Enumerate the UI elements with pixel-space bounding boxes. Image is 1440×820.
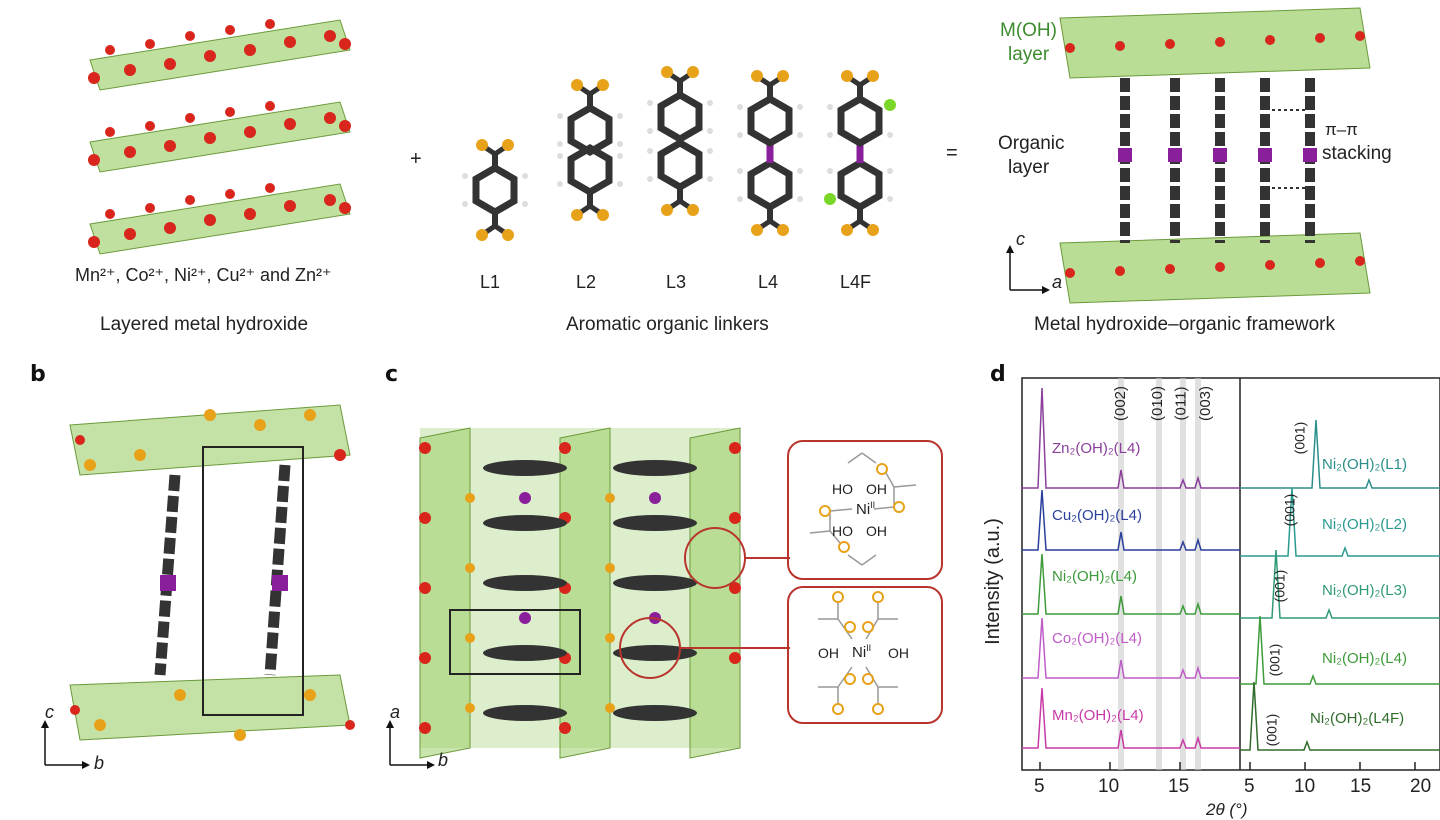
inset2-ni-text: Ni xyxy=(852,644,867,661)
axis-indicator-b xyxy=(41,720,90,769)
caption-mof: Metal hydroxide–organic framework xyxy=(1034,314,1335,335)
panel-c-axis-b: b xyxy=(438,750,449,770)
xrd-trace-left-4 xyxy=(1022,687,1240,749)
axis-indicator-c xyxy=(386,720,435,769)
series-zn-l4: Zn₂(OH)₂(L4) xyxy=(1052,440,1141,457)
inset1-ho-top-text: HO xyxy=(832,481,853,497)
pi-pi-label: π–π xyxy=(1325,120,1358,139)
axis-a-label: a xyxy=(1052,272,1063,292)
series-ni-l4-right: Ni₂(OH)₂(L4) xyxy=(1322,650,1407,667)
peak-001-l4: (001) xyxy=(1266,643,1283,677)
plus-sign: + xyxy=(410,148,422,170)
xrd-xlabel: 2θ (°) xyxy=(1206,800,1248,819)
peak-001-l2: (001) xyxy=(1281,493,1298,527)
inset1-oh-bottom: OH xyxy=(866,523,887,539)
tick-left-15: 15 xyxy=(1168,776,1190,797)
metal-ions-label: Mn²⁺, Co²⁺, Ni²⁺, Cu²⁺ and Zn²⁺ xyxy=(75,265,332,285)
xrd-plot xyxy=(1021,377,1440,771)
tick-right-10: 10 xyxy=(1294,776,1316,797)
inset2-ni: NiII xyxy=(852,643,871,661)
peak-label-010: (010) xyxy=(1149,385,1167,422)
panel-label-c: c xyxy=(385,362,399,387)
linker-label-l4f: L4F xyxy=(840,272,872,292)
inset1-diagram xyxy=(809,452,917,566)
caption-layered-hydroxide: Layered metal hydroxide xyxy=(100,314,309,335)
inset1-ni: NiII xyxy=(856,500,875,518)
tick-left-5: 5 xyxy=(1034,776,1045,797)
tick-right-5: 5 xyxy=(1244,776,1255,797)
axis-c-label: c xyxy=(1016,229,1025,249)
inset1-ho-top: HO xyxy=(832,481,853,497)
peak-label-002: (002) xyxy=(1112,385,1130,422)
inset2-diagram xyxy=(818,591,898,715)
linker-label-l3: L3 xyxy=(666,272,687,292)
xrd-trace-left-2 xyxy=(1022,553,1240,615)
linker-label-l1: L1 xyxy=(480,272,501,292)
panel-b-structure xyxy=(69,404,355,741)
inset1-oh-top: OH xyxy=(866,481,887,497)
series-mn-l4: Mn₂(OH)₂(L4) xyxy=(1052,707,1144,724)
xrd-trace-right-1 xyxy=(1240,487,1440,557)
inset-coordination-1 xyxy=(787,440,943,580)
layered-hydroxide-structure xyxy=(87,19,352,255)
xrd-trace-right-0 xyxy=(1240,419,1440,489)
peak-label-003: (003) xyxy=(1197,385,1215,422)
series-ni-l3: Ni₂(OH)₂(L3) xyxy=(1322,582,1407,599)
series-ni-l1: Ni₂(OH)₂(L1) xyxy=(1322,456,1407,473)
inset2-oh-left-text: OH xyxy=(818,645,839,661)
linker-molecules xyxy=(440,20,920,260)
stacking-label: stacking xyxy=(1322,143,1392,164)
tick-right-20: 20 xyxy=(1410,776,1432,797)
inset1-oh-bottom-text: OH xyxy=(866,523,887,539)
inset-connectors xyxy=(680,557,790,649)
xrd-trace-left-1 xyxy=(1022,489,1240,551)
series-ni-l4-left: Ni₂(OH)₂(L4) xyxy=(1052,568,1137,585)
equals-sign: = xyxy=(946,142,958,164)
inset1-oh-top-text: OH xyxy=(866,481,887,497)
xrd-trace-right-3 xyxy=(1240,615,1440,685)
moh-layer-label: M(OH) xyxy=(1000,20,1057,41)
series-cu-l4: Cu₂(OH)₂(L4) xyxy=(1052,507,1142,524)
inset1-ho-bottom: HO xyxy=(832,523,853,539)
organic-layer-label: Organic xyxy=(998,133,1065,154)
panel-b-axis-b: b xyxy=(94,753,105,773)
moh-layer-label-2: layer xyxy=(1008,44,1050,65)
inset1-ni-text: Ni xyxy=(856,501,871,518)
xrd-trace-left-3 xyxy=(1022,617,1240,679)
series-ni-l4f: Ni₂(OH)₂(L4F) xyxy=(1310,710,1405,727)
inset2-oh-left: OH xyxy=(818,645,839,661)
linker-label-l4: L4 xyxy=(758,272,779,292)
tick-right-15: 15 xyxy=(1350,776,1372,797)
panel-c-axis-a: a xyxy=(390,702,401,722)
peak-001-l4f: (001) xyxy=(1263,713,1280,747)
peak-001-l3: (001) xyxy=(1271,569,1288,603)
xrd-trace-right-4 xyxy=(1240,681,1440,751)
series-co-l4: Co₂(OH)₂(L4) xyxy=(1052,630,1142,647)
panel-label-b: b xyxy=(30,362,46,387)
inset2-ni-sup: II xyxy=(866,643,872,653)
series-ni-l2: Ni₂(OH)₂(L2) xyxy=(1322,516,1407,533)
panel-label-d: d xyxy=(990,362,1006,387)
organic-layer-label-2: layer xyxy=(1008,157,1050,178)
panel-c-structure xyxy=(419,427,746,759)
inset1-ni-sup: II xyxy=(870,500,876,510)
peak-001-l1: (001) xyxy=(1291,421,1308,455)
tick-left-10: 10 xyxy=(1098,776,1120,797)
linker-label-l2: L2 xyxy=(576,272,597,292)
peak-label-011: (011) xyxy=(1172,386,1190,421)
xrd-ylabel: Intensity (a.u.) xyxy=(981,518,1004,645)
inset2-oh-right-text: OH xyxy=(888,645,909,661)
xrd-trace-left-0 xyxy=(1022,387,1240,489)
caption-aromatic-linkers: Aromatic organic linkers xyxy=(566,314,769,335)
mof-framework-structure xyxy=(1059,7,1371,304)
inset1-ho-bottom-text: HO xyxy=(832,523,853,539)
xrd-trace-right-2 xyxy=(1240,549,1440,619)
inset-coordination-2 xyxy=(787,586,943,724)
axis-indicator-a xyxy=(1006,245,1050,294)
inset2-oh-right: OH xyxy=(888,645,909,661)
panel-b-axis-c: c xyxy=(45,702,54,722)
